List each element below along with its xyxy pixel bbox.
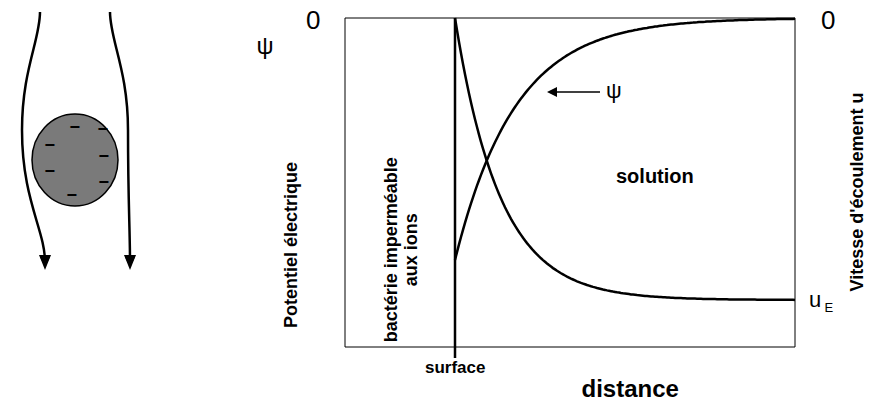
arrow-head	[39, 255, 51, 270]
surface-line	[454, 18, 457, 358]
charge-sign: −	[98, 120, 109, 140]
charge-sign: −	[45, 136, 56, 156]
axis-zero: 0	[821, 6, 835, 35]
region-label: solution	[616, 165, 694, 187]
axis-title: Vitesse d'écoulement u	[847, 92, 867, 291]
potential-curve	[455, 19, 795, 260]
value-subscript: E	[825, 301, 834, 315]
charge-sign: −	[99, 173, 110, 193]
axis-title: Potentiel électrique	[282, 162, 302, 328]
axis-zero: 0	[306, 6, 320, 35]
curve-label: ψ	[606, 79, 622, 103]
bacterium	[32, 114, 118, 206]
axis-line	[345, 18, 346, 347]
leader-arrow	[552, 91, 600, 93]
axis-title: distance	[582, 376, 679, 402]
axis-line	[795, 18, 796, 347]
charge-sign: −	[99, 147, 110, 167]
axis-line	[345, 18, 795, 19]
charge-sign: −	[67, 186, 78, 206]
charge-sign: −	[45, 162, 56, 182]
velocity-curve	[455, 18, 795, 300]
axis-line	[345, 347, 795, 348]
axis-symbol: ψ	[257, 33, 274, 59]
charge-sign: −	[70, 118, 81, 138]
axis-mark: surface	[425, 359, 485, 378]
arrow-head	[124, 255, 136, 270]
value-symbol: u	[809, 288, 821, 312]
region-label: bactérie imperméable aux ions	[382, 155, 422, 345]
